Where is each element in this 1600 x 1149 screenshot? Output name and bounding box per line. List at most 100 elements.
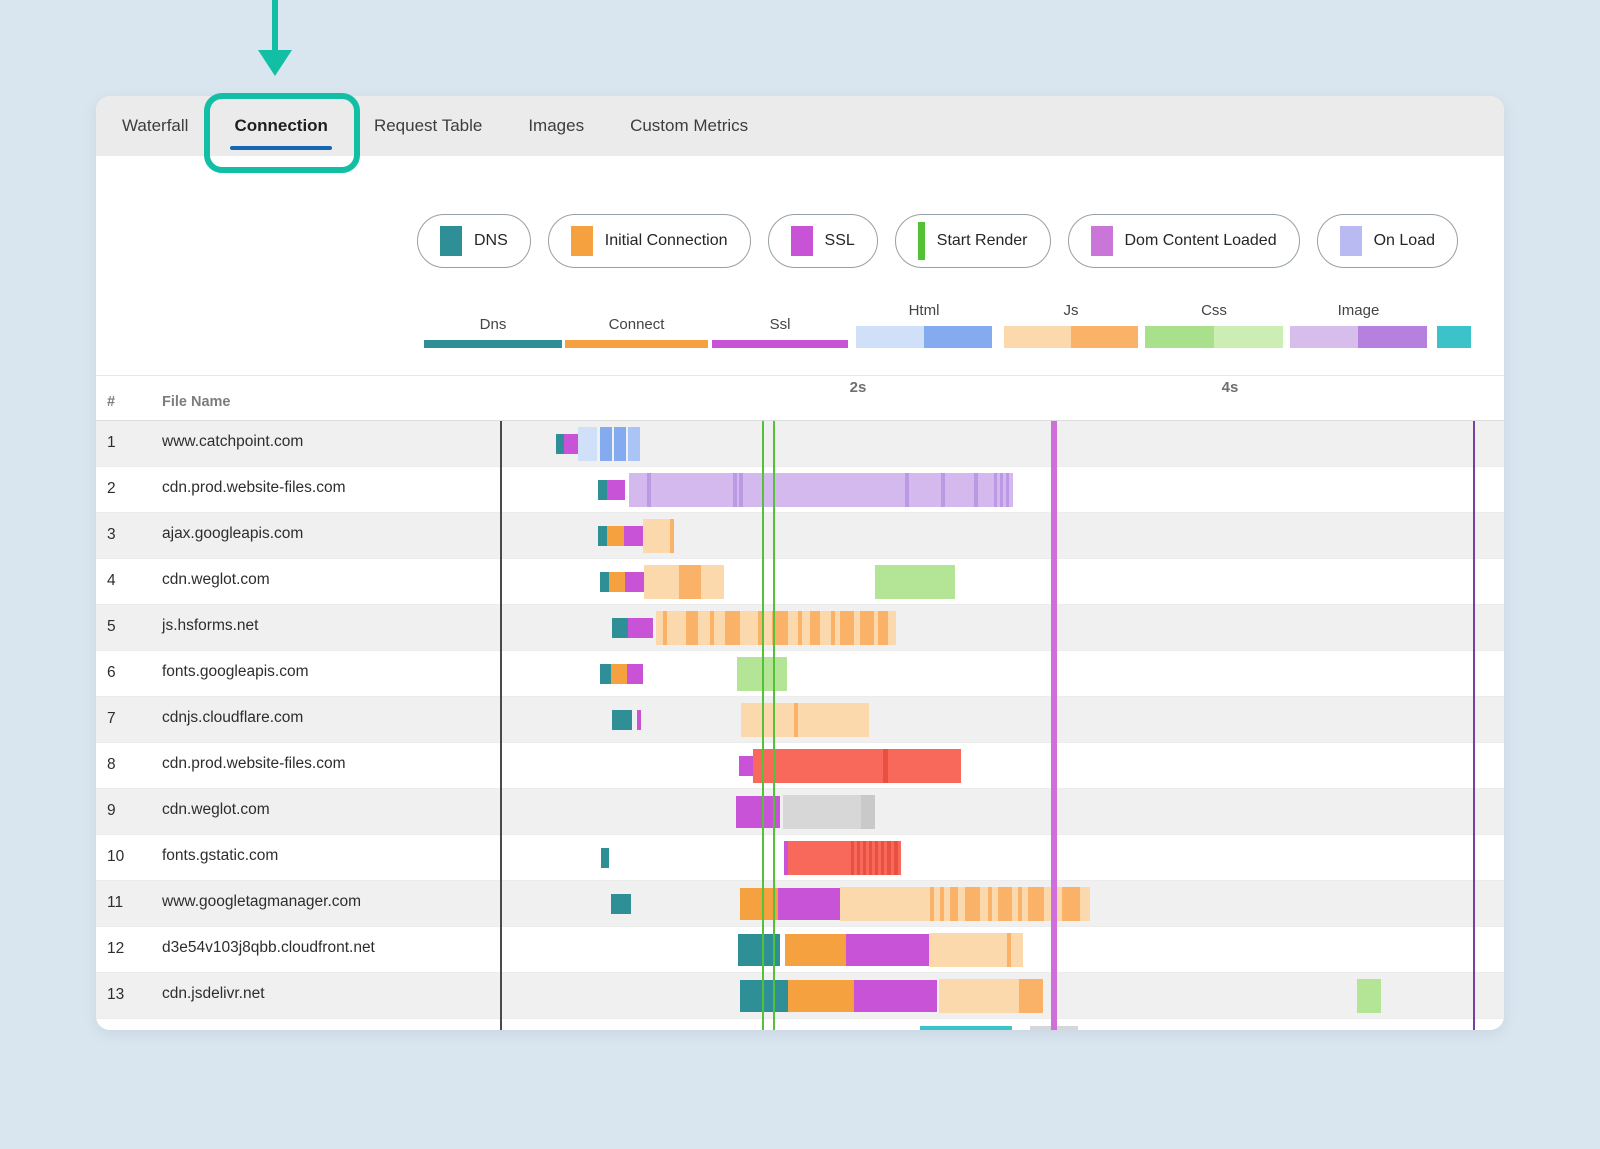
waterfall-segment-jsMid	[1019, 979, 1043, 1013]
waterfall-segment-cyan	[920, 1026, 1012, 1030]
waterfall-segment-jsMid	[679, 565, 701, 599]
waterfall-segment-redDark	[875, 841, 878, 875]
waterfall-segment-ssl	[637, 710, 641, 730]
phase-bar	[1290, 326, 1427, 348]
table-row[interactable]: 14forms.hsforms.com	[96, 1019, 1504, 1030]
row-filename: cdnjs.cloudflare.com	[162, 709, 304, 726]
waterfall-segment-imgStripe	[974, 473, 978, 507]
waterfall-segment-jsMid	[1028, 887, 1044, 921]
phase-bar-segment	[712, 340, 848, 348]
phase-bar-segment	[1214, 326, 1283, 348]
tab-request-table[interactable]: Request Table	[373, 116, 483, 135]
waterfall-segment-ssl	[627, 664, 643, 684]
waterfall-segment-imgStripe	[941, 473, 945, 507]
row-filename: ajax.googleapis.com	[162, 525, 304, 542]
row-number: 4	[107, 572, 116, 589]
waterfall-segment-jsMid	[930, 887, 934, 921]
waterfall-segment-ssl	[846, 934, 929, 966]
solid-marker-line	[762, 421, 764, 1030]
waterfall-segment-ssl	[564, 434, 578, 454]
phase-bar	[856, 326, 992, 348]
waterfall-segment-dns	[598, 480, 607, 500]
waterfall-segment-ssl	[628, 618, 653, 638]
tab-waterfall[interactable]: Waterfall	[122, 116, 189, 135]
waterfall-segment-grayDark	[861, 795, 875, 829]
phase-bar-segment	[565, 340, 708, 348]
waterfall-segment-redDark	[883, 749, 888, 783]
waterfall-segment-jsMid	[840, 611, 854, 645]
on-load-swatch-icon	[1339, 226, 1362, 256]
waterfall-segment-imgStripe	[733, 473, 737, 507]
waterfall-segment-dns	[600, 572, 609, 592]
ssl-swatch-icon	[790, 226, 813, 256]
waterfall-segment-jsMid	[686, 611, 698, 645]
waterfall-segment-gray	[783, 795, 875, 829]
waterfall-segment-jsMid	[758, 611, 762, 645]
legend-pill-label: Start Render	[936, 232, 1028, 249]
annotation-arrow-icon	[258, 50, 292, 76]
active-tab-underline	[230, 146, 332, 150]
legend-pill-dom-content-loaded[interactable]: Dom Content Loaded	[1067, 214, 1300, 268]
legend-pill-dns[interactable]: DNS	[417, 214, 531, 268]
initial-connection-swatch-icon	[570, 226, 593, 256]
phase-label: Js	[1063, 302, 1079, 319]
dns-swatch-icon	[440, 226, 462, 256]
row-number: 6	[107, 664, 116, 681]
dom-content-loaded-swatch-icon	[1090, 226, 1113, 256]
phase-bar-segment	[1145, 326, 1214, 348]
waterfall-segment-red	[788, 841, 901, 875]
row-filename: d3e54v103j8qbb.cloudfront.net	[162, 939, 375, 956]
waterfall-segment-ssl	[607, 480, 625, 500]
row-filename: cdn.jsdelivr.net	[162, 985, 265, 1002]
waterfall-segment-redDark	[851, 841, 854, 875]
tab-images[interactable]: Images	[528, 116, 585, 135]
phase-legend-dns: Dns	[424, 292, 562, 348]
waterfall-segment-red	[753, 749, 961, 783]
waterfall-segment-jsMid	[810, 611, 820, 645]
row-filename: cdn.weglot.com	[162, 571, 270, 588]
waterfall-segment-dns	[740, 980, 788, 1012]
waterfall-segment-redDark	[881, 841, 884, 875]
annotation-arrow-stem	[272, 0, 278, 52]
phase-legend-connect: Connect	[565, 292, 708, 348]
tab-connection[interactable]: Connection	[230, 116, 332, 150]
waterfall-segment-dns	[612, 710, 632, 730]
legend-pill-ssl[interactable]: SSL	[767, 214, 878, 268]
row-number: 12	[107, 940, 125, 957]
tab-custom-metrics[interactable]: Custom Metrics	[630, 116, 749, 135]
phase-legend-extra	[1437, 292, 1471, 348]
legend-pill-start-render[interactable]: Start Render	[894, 214, 1051, 268]
table-row[interactable]: 4 cdn.weglot.com	[96, 559, 1504, 605]
waterfall-segment-jsMid	[663, 611, 667, 645]
dashed-marker-line	[1414, 421, 1416, 1030]
waterfall-segment-jsMid	[988, 887, 992, 921]
legend-pill-on-load[interactable]: On Load	[1316, 214, 1458, 268]
legend-pill-label: On Load	[1373, 232, 1435, 249]
phase-bar	[424, 340, 562, 348]
waterfall-segment-redDark	[869, 841, 872, 875]
solid-marker-line	[773, 421, 775, 1030]
table-row[interactable]: 12 d3e54v103j8qbb.cloudfront.net	[96, 927, 1504, 973]
waterfall-segment-dns	[556, 434, 564, 454]
row-filename: www.googletagmanager.com	[162, 893, 362, 910]
table-row[interactable]: 3 ajax.googleapis.com	[96, 513, 1504, 559]
waterfall-segment-jsLight	[643, 519, 674, 553]
tab-bar: Waterfall Connection Request Table Images Cu…	[96, 96, 1504, 156]
phase-legend-js: Js	[1004, 292, 1138, 348]
waterfall-segment-ssl	[739, 756, 753, 776]
waterfall-segment-jsMid	[1007, 933, 1011, 967]
legend-pill-initial-connection[interactable]: Initial Connection	[547, 214, 751, 268]
row-number: 3	[107, 526, 116, 543]
waterfall-segment-dns	[598, 526, 607, 546]
